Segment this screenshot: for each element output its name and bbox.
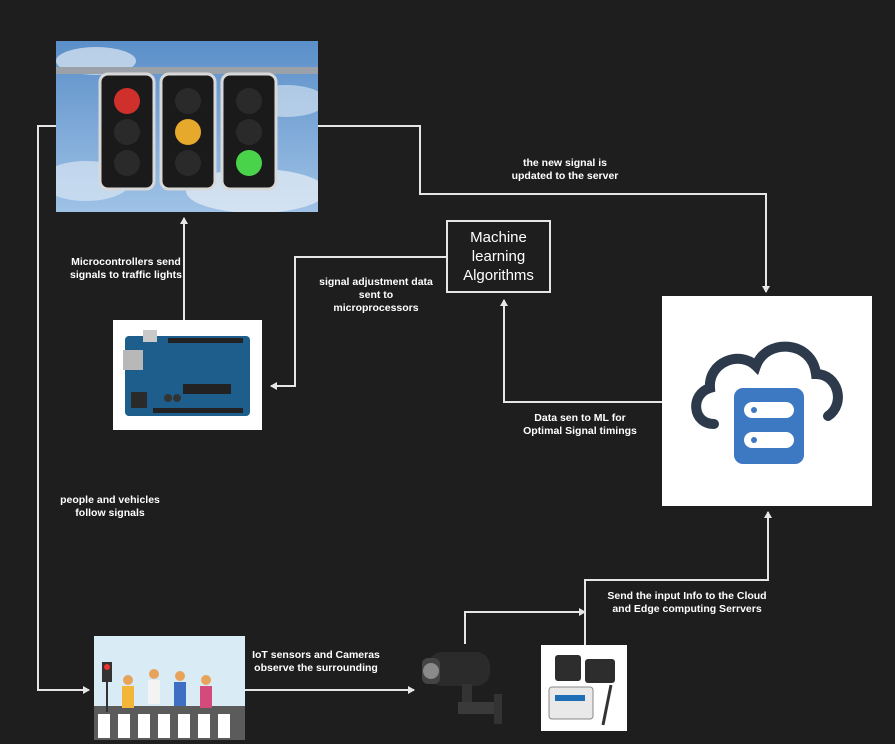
label-iot-sensors: IoT sensors and Cameras observe the surr…	[252, 649, 380, 674]
arrow-signal-to-server	[318, 125, 770, 293]
label-people-follow: people and vehicles follow signals	[60, 494, 160, 519]
traffic-lights-image	[56, 41, 318, 212]
arrow-lights-to-people	[37, 125, 90, 694]
arduino-board-image	[113, 320, 262, 430]
arrow-server-to-ml	[500, 299, 662, 403]
arrow-camera-to-sensor	[464, 608, 586, 644]
iot-sensor-device-image	[541, 645, 627, 731]
label-data-sent: Data sen to ML for Optimal Signal timing…	[523, 412, 637, 437]
cctv-camera-image	[414, 644, 514, 728]
arrow-sensor-to-server	[584, 511, 772, 645]
ml-algorithms-box: Machine learning Algorithms	[446, 220, 551, 293]
arrow-ml-to-micro	[270, 256, 446, 390]
cloud-server-icon	[691, 341, 843, 464]
label-signal-adjust: signal adjustment data sent to microproc…	[319, 276, 433, 314]
label-send-input: Send the input Info to the Cloud and Edg…	[607, 590, 767, 615]
label-micro-send: Microcontrollers send signals to traffic…	[69, 256, 182, 281]
ml-algorithms-label: Machine learning Algorithms	[463, 229, 534, 284]
cloud-server-panel	[662, 296, 872, 506]
label-new-signal: the new signal is updated to the server	[511, 157, 619, 182]
pedestrian-crosswalk-image	[94, 636, 245, 740]
